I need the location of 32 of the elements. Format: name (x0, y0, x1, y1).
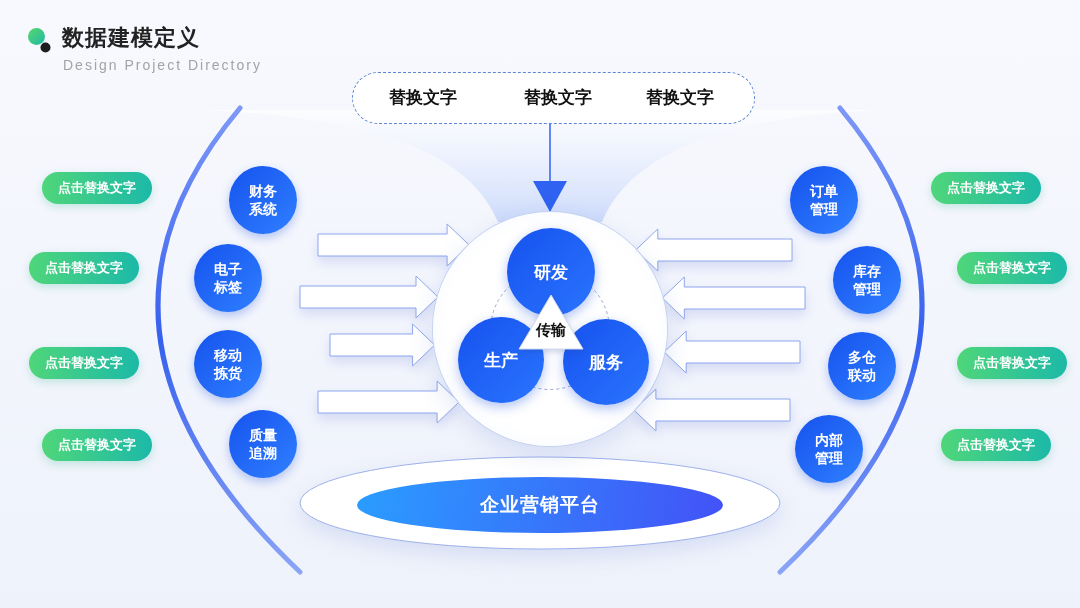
module-circle: 财务系统 (229, 166, 297, 234)
dashed-box (352, 72, 755, 124)
arrow (533, 123, 567, 213)
block-arrow (661, 276, 806, 320)
box-text: 替换文字 (389, 87, 457, 109)
tag-pill: 点击替换文字 (941, 429, 1051, 461)
block-arrow (317, 380, 460, 424)
block-arrow (663, 330, 801, 374)
module-circle: 质量追溯 (229, 410, 297, 478)
block-arrow (635, 228, 793, 272)
tag-pill: 点击替换文字 (42, 172, 152, 204)
block-arrow (329, 323, 436, 367)
tag-pill: 点击替换文字 (29, 347, 139, 379)
box-text: 替换文字 (524, 87, 592, 109)
module-circle: 订单管理 (790, 166, 858, 234)
block-arrow (299, 275, 439, 319)
core-circle: 研发 (507, 228, 595, 316)
module-circle: 库存管理 (833, 246, 901, 314)
module-circle: 移动拣货 (194, 330, 262, 398)
subtitle: Design Project Directory (63, 56, 262, 74)
page-title: 数据建模定义 (62, 24, 200, 52)
block-arrow (633, 388, 791, 432)
tag-pill: 点击替换文字 (29, 252, 139, 284)
module-circle: 多仓联动 (828, 332, 896, 400)
module-circle: 内部管理 (795, 415, 863, 483)
tag-pill: 点击替换文字 (931, 172, 1041, 204)
block-arrow (317, 223, 470, 267)
tag-pill: 点击替换文字 (957, 347, 1067, 379)
tag-pill: 点击替换文字 (957, 252, 1067, 284)
module-circle: 电子标签 (194, 244, 262, 312)
box-text: 替换文字 (646, 87, 714, 109)
tag-pill: 点击替换文字 (42, 429, 152, 461)
